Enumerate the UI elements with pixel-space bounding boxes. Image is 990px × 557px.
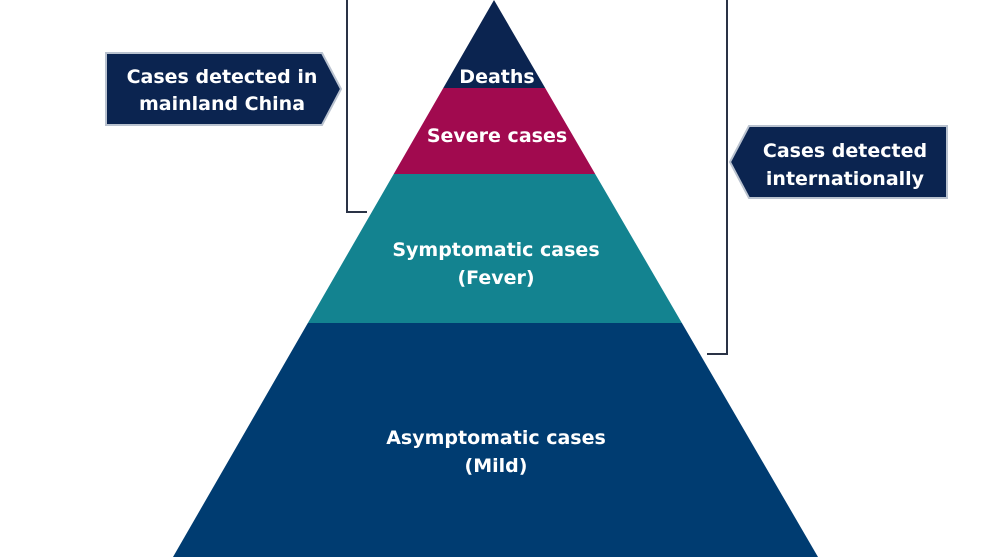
tier-label-asymptomatic: Asymptomatic cases (Mild) (386, 427, 606, 477)
tier-label-line: (Mild) (465, 455, 528, 477)
tier-label-line: Asymptomatic cases (386, 427, 606, 449)
tier-label-line: Severe cases (427, 125, 567, 147)
bracket-mainland-china (346, 0, 367, 213)
callout-line: internationally (766, 168, 925, 190)
tier-label-line: Symptomatic cases (392, 239, 599, 261)
callout-internationally: Cases detected internationally (728, 125, 948, 199)
tier-label-symptomatic: Symptomatic cases (Fever) (392, 239, 599, 289)
tier-label-severe: Severe cases (427, 125, 567, 147)
bracket-internationally (707, 0, 728, 355)
tier-asymptomatic (173, 323, 818, 557)
callout-line: Cases detected (763, 140, 927, 162)
tier-deaths (443, 0, 546, 88)
callout-line: Cases detected in (127, 66, 318, 88)
pyramid-tiers (173, 0, 818, 557)
tier-severe (393, 88, 596, 174)
callout-arrow-right-shape (105, 52, 343, 126)
callout-arrow-left-shape (728, 125, 948, 199)
tier-label-line: Deaths (459, 66, 534, 88)
tier-label-deaths: Deaths (459, 66, 534, 88)
callout-mainland-china: Cases detected in mainland China (105, 52, 343, 126)
callout-line: mainland China (139, 93, 305, 115)
tier-symptomatic (307, 174, 682, 323)
tier-label-line: (Fever) (457, 267, 534, 289)
